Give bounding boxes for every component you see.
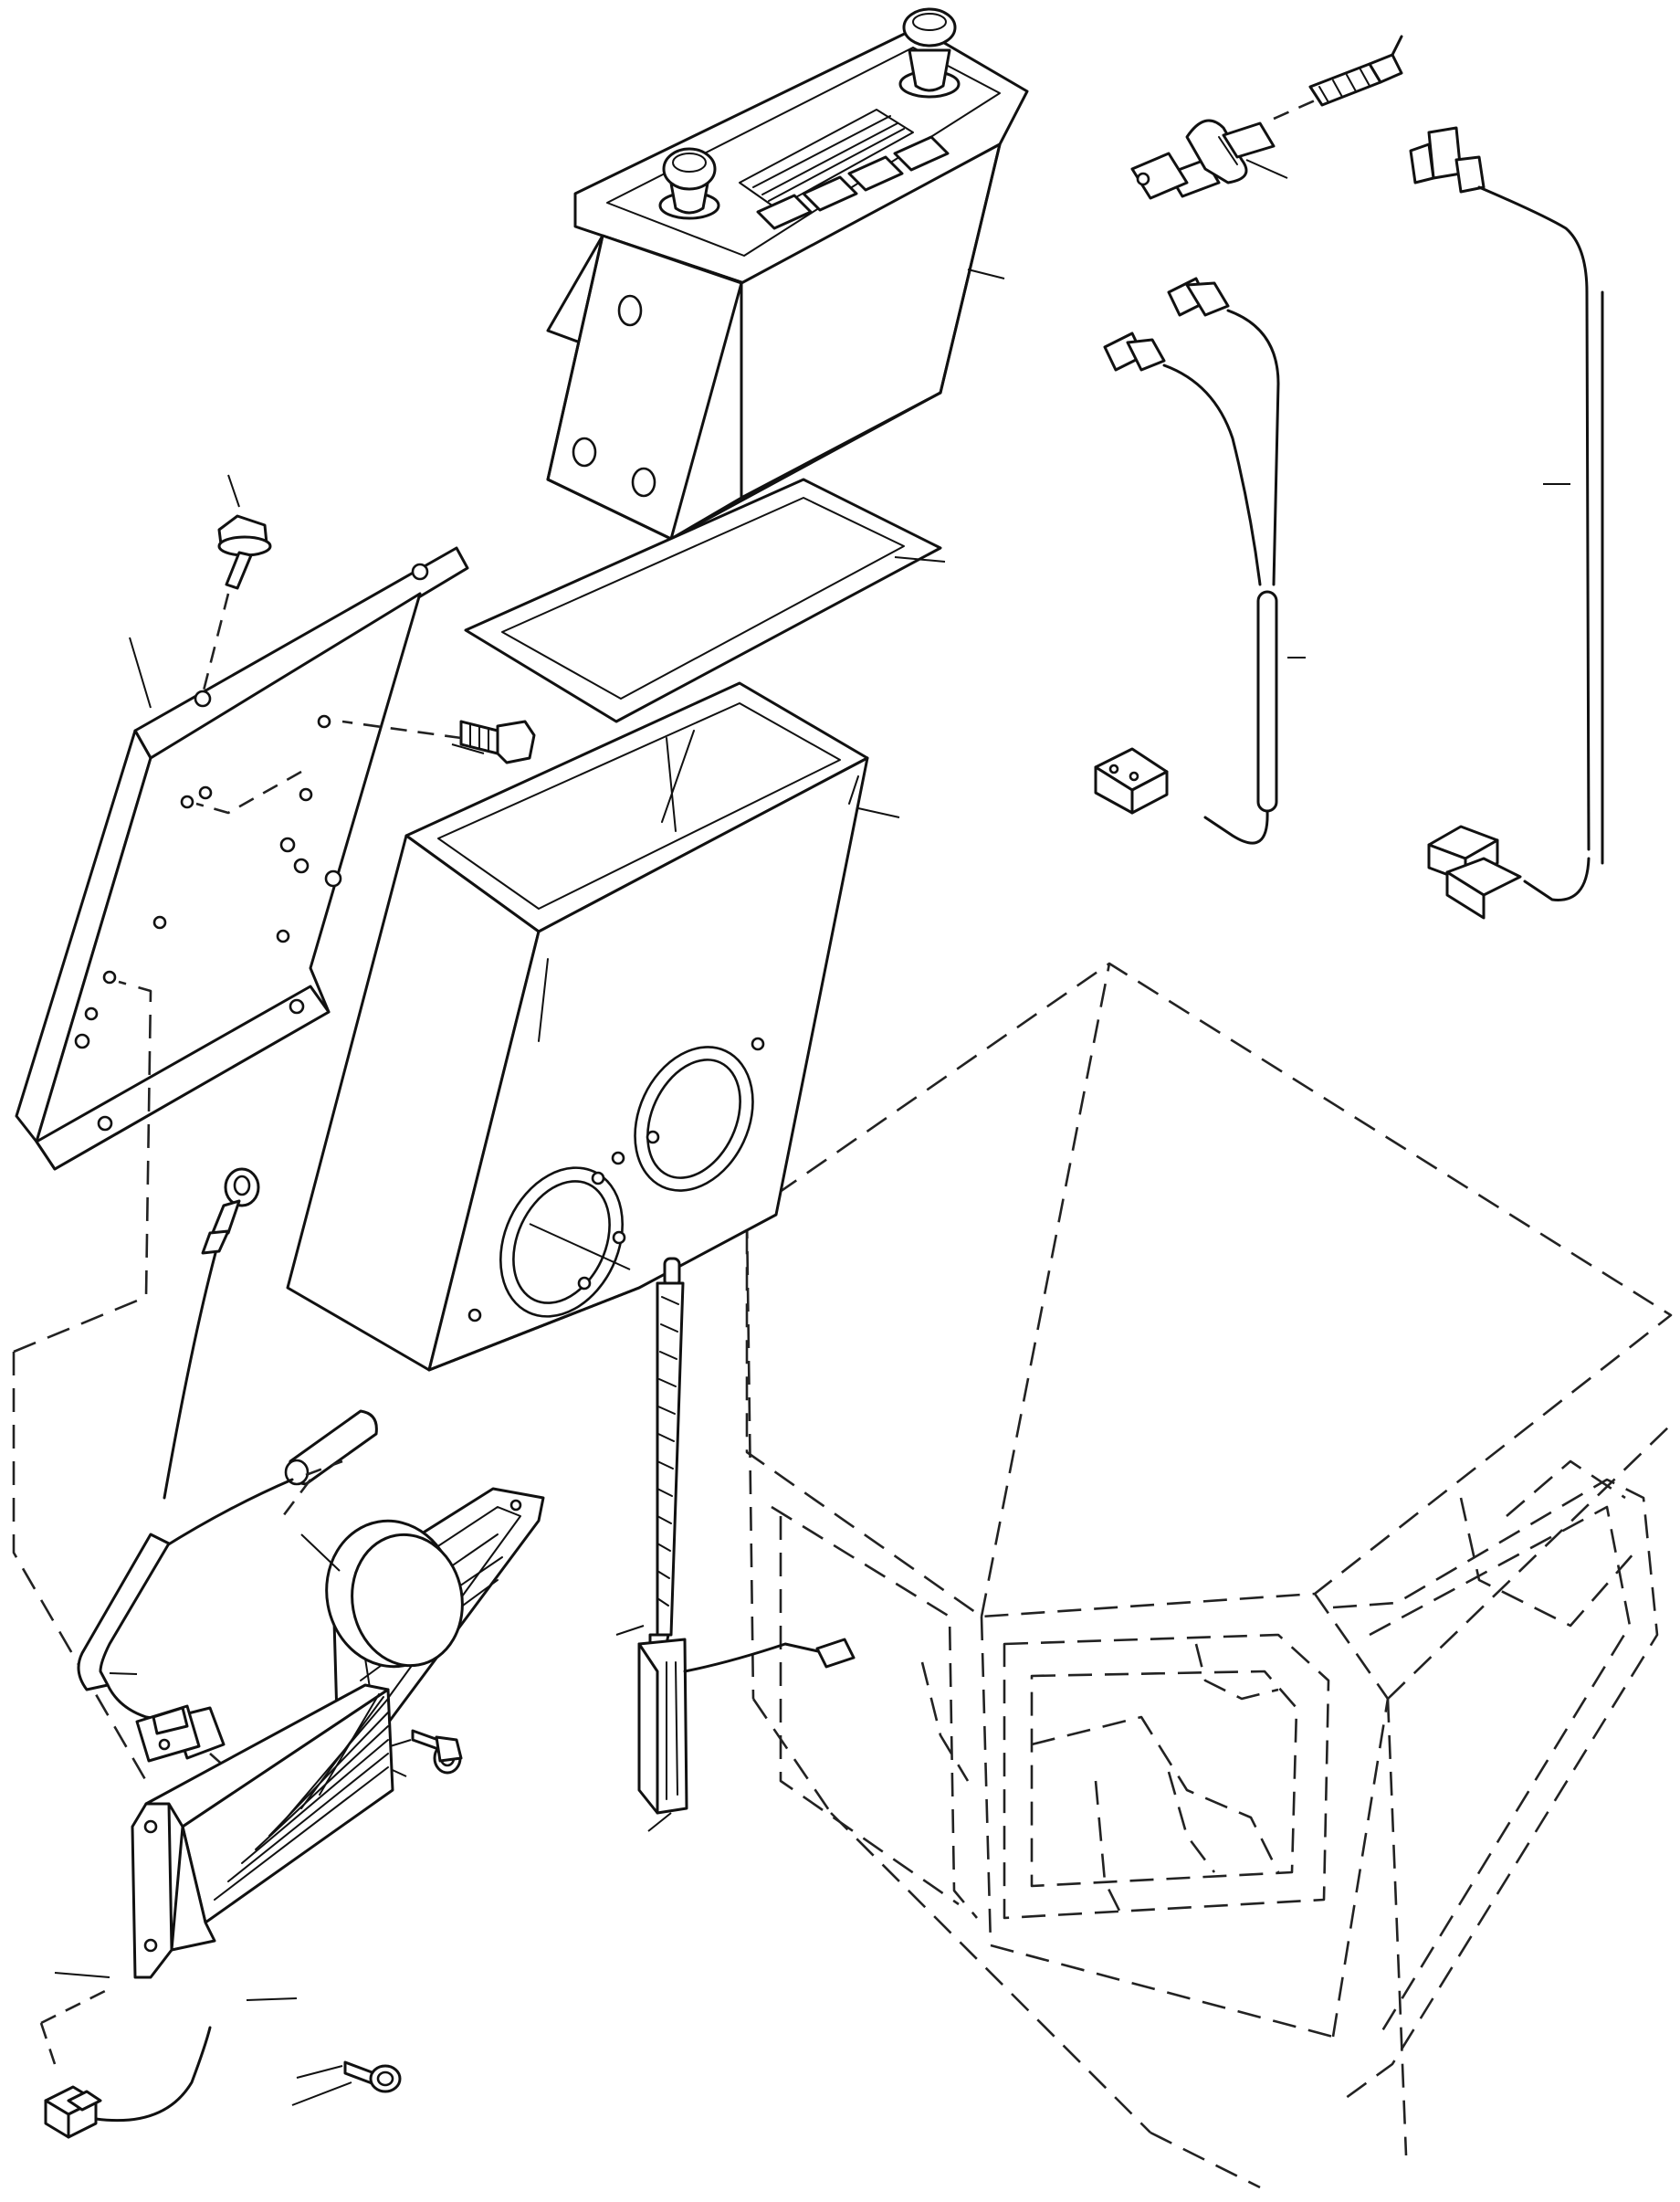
radio-knob-left — [658, 147, 720, 220]
suppressor-screw — [291, 2060, 402, 2106]
radio-unit — [546, 7, 1029, 541]
flange-screw — [201, 474, 272, 695]
suppressor-connector — [44, 2026, 212, 2139]
gasket — [464, 478, 946, 723]
wire-harness-y — [1094, 277, 1306, 845]
mounting-bracket — [12, 546, 469, 1782]
terminal-connector — [1130, 35, 1403, 200]
antenna — [615, 1257, 856, 1832]
wire-harness-long — [1409, 126, 1604, 920]
noise-suppressor — [39, 1683, 394, 2065]
speaker — [281, 1459, 545, 1751]
fuse-holder — [77, 1409, 378, 1791]
bolt — [195, 720, 536, 815]
cab-outline — [745, 962, 1673, 2189]
console-housing — [286, 681, 900, 1372]
ground-lead — [163, 1167, 260, 1500]
radio-knob-right — [898, 7, 961, 99]
